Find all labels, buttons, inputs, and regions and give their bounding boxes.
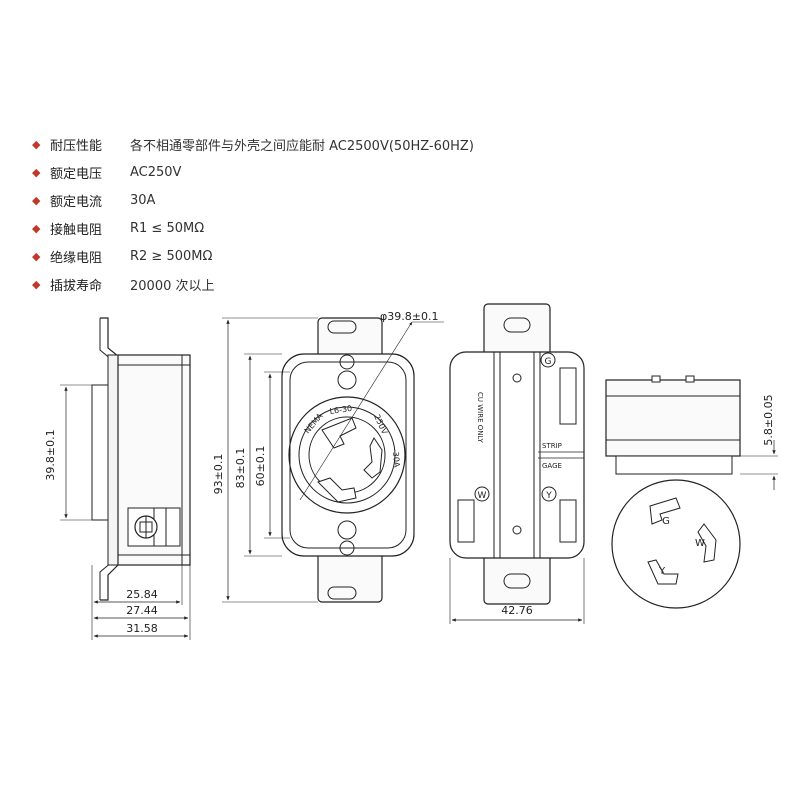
dim-back-width: 42.76 [501, 604, 533, 617]
spec-row: ◆ 插拔寿命 20000 次以上 [32, 270, 652, 298]
plug-side-view [605, 375, 778, 490]
spec-list: ◆耐压性能各不相通零部件与外壳之间应能耐 AC2500V(50HZ-60HZ) … [32, 130, 652, 298]
spec-label: 耐压性能 [50, 138, 103, 154]
spec-value: R1 ≤ 50MΩ [130, 220, 205, 236]
face-label-model: L6-30 [329, 404, 353, 416]
dim-side-w1: 25.84 [126, 588, 158, 601]
spec-row: ◆ 额定电流 30A [32, 186, 652, 214]
plug-label-w: W [695, 538, 705, 549]
spec-label: 额定电流 [50, 194, 103, 210]
side-view [60, 317, 191, 640]
front-view [222, 317, 444, 603]
back-label-strip: STRIP [542, 442, 562, 450]
spec-label: 绝缘电阻 [50, 250, 103, 266]
bullet-icon: ◆ [32, 221, 41, 235]
spec-row: ◆ 接触电阻 R1 ≤ 50MΩ [32, 214, 652, 242]
spec-label: 插拔寿命 [50, 278, 103, 294]
bullet-icon: ◆ [32, 165, 41, 179]
spec-value: R2 ≥ 500MΩ [130, 248, 213, 264]
plug-face-view [611, 479, 741, 609]
spec-label: 接触电阻 [50, 222, 103, 238]
dim-side-w3: 31.58 [126, 622, 158, 635]
dim-front-diameter: φ39.8±0.1 [380, 310, 438, 323]
plug-label-y: Y [658, 566, 666, 577]
spec-row: ◆ 额定电压 AC250V [32, 158, 652, 186]
back-label-g: G [545, 357, 552, 367]
back-view [449, 303, 585, 624]
spec-value: 各不相通零部件与外壳之间应能耐 AC2500V(50HZ-60HZ) [130, 138, 474, 154]
back-label-cu: CU WIRE ONLY [476, 392, 484, 443]
dim-front-h1: 93±0.1 [212, 454, 225, 495]
dim-front-h2: 83±0.1 [234, 448, 247, 489]
back-label-gage: GAGE [542, 462, 562, 470]
back-label-y: Y [545, 491, 552, 501]
bullet-icon: ◆ [32, 249, 41, 263]
spec-row: ◆ 耐压性能 各不相通零部件与外壳之间应能耐 AC2500V(50HZ-60HZ) [32, 130, 652, 158]
spec-value: AC250V [130, 164, 182, 180]
dim-plug-depth: 5.8±0.05 [762, 394, 775, 445]
spec-value: 30A [130, 192, 156, 208]
bullet-icon: ◆ [32, 137, 41, 151]
bullet-icon: ◆ [32, 277, 41, 291]
dim-front-h3: 60±0.1 [254, 446, 267, 487]
plug-label-g: G [662, 516, 670, 527]
bullet-icon: ◆ [32, 193, 41, 207]
spec-value: 20000 次以上 [130, 278, 215, 294]
dim-side-height: 39.8±0.1 [44, 429, 57, 480]
face-label-amp: 30A [391, 451, 401, 468]
spec-label: 额定电压 [50, 166, 103, 182]
dim-side-w2: 27.44 [126, 604, 158, 617]
back-label-w: W [478, 491, 487, 501]
spec-row: ◆ 绝缘电阻 R2 ≥ 500MΩ [32, 242, 652, 270]
